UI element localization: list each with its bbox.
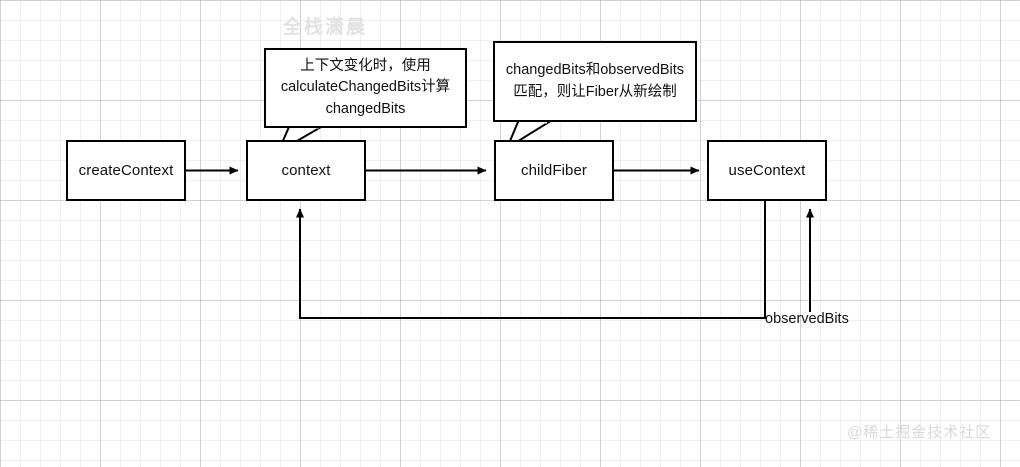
- edge-useContext-to-context: [296, 201, 766, 319]
- node-context[interactable]: context: [246, 140, 366, 201]
- node-createContext[interactable]: createContext: [66, 140, 186, 201]
- edge-label-observed-bits: observedBits: [765, 311, 849, 327]
- node-useContext-label: useContext: [728, 162, 806, 179]
- callout-observed-bits[interactable]: changedBits和observedBits 匹配，则让Fiber从新绘制: [493, 41, 697, 122]
- node-childFiber[interactable]: childFiber: [494, 140, 614, 201]
- node-childFiber-label: childFiber: [520, 162, 588, 179]
- watermark-bottom-right: @稀土掘金技术社区: [847, 424, 992, 441]
- callout-changed-bits[interactable]: 上下文变化时，使用 calculateChangedBits计算 changed…: [264, 48, 467, 128]
- node-context-label: context: [281, 162, 331, 179]
- node-useContext[interactable]: useContext: [707, 140, 827, 201]
- node-createContext-label: createContext: [78, 162, 174, 179]
- watermark-top: 全栈潇晨: [283, 17, 368, 38]
- callout-changed-bits-text: 上下文变化时，使用 calculateChangedBits计算 changed…: [280, 58, 451, 117]
- callout-observed-bits-text: changedBits和observedBits 匹配，则让Fiber从新绘制: [505, 62, 685, 100]
